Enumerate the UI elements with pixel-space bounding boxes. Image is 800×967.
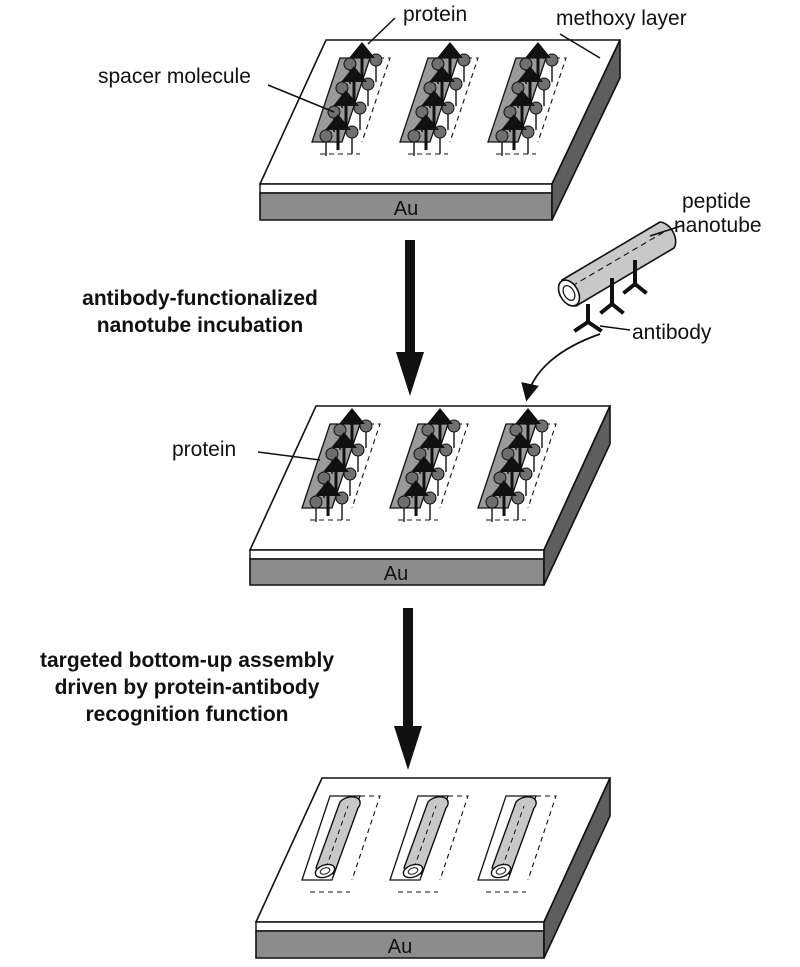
au-label-bottom: Au (388, 936, 412, 958)
au-label-top: Au (394, 198, 418, 220)
incubation-curved-arrow (521, 333, 601, 402)
leader-lines (257, 17, 685, 461)
nanotube-pattern-bottom (301, 795, 557, 893)
process-arrow-2 (394, 608, 422, 770)
label-antibody: antibody (632, 321, 712, 344)
label-spacer-molecule: spacer molecule (98, 65, 251, 88)
label-peptide: peptide (682, 190, 751, 213)
free-peptide-nanotube (557, 221, 677, 308)
step2-caption: targeted bottom-up assembly driven by pr… (0, 647, 374, 728)
step2-line2: driven by protein-antibody (54, 676, 320, 699)
label-nanotube: nanotube (674, 214, 762, 237)
step1-caption: antibody-functionalized nanotube incubat… (30, 285, 370, 339)
au-label-mid: Au (384, 563, 408, 585)
step1-line2: nanotube incubation (96, 314, 304, 337)
process-arrow-1 (396, 240, 424, 396)
antibody-group (573, 260, 648, 333)
label-protein-mid: protein (172, 438, 237, 461)
label-methoxy-layer: methoxy layer (556, 7, 687, 30)
label-protein-top: protein (403, 3, 468, 26)
step2-line1: targeted bottom-up assembly (39, 649, 335, 672)
protein-pattern-mid (301, 408, 557, 522)
step1-line1: antibody-functionalized (82, 287, 318, 310)
step2-line3: recognition function (85, 703, 289, 726)
protein-pattern-top (311, 42, 567, 156)
